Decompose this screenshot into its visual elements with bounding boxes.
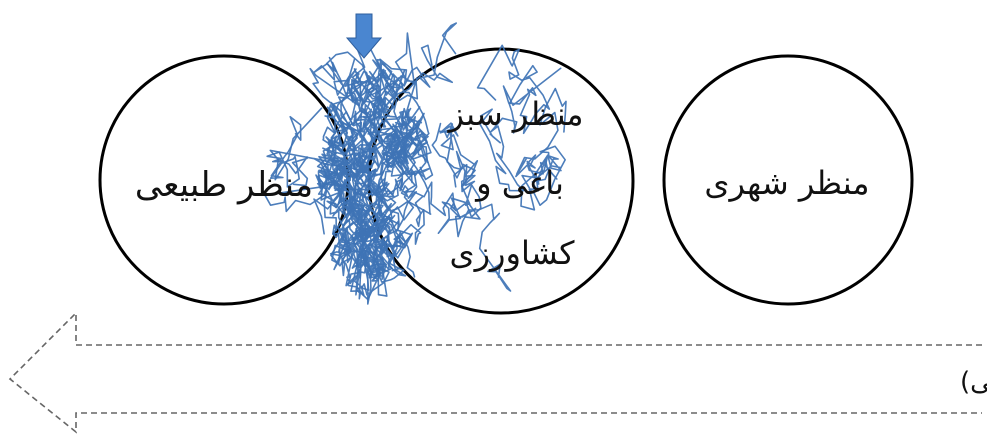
scribble-wisp	[515, 87, 567, 185]
scribble-wisp	[266, 115, 309, 188]
scribble-wisp	[379, 22, 457, 96]
arrow-caption: کاهش مصنوعات در ساختار و عناصر منظر اصلی…	[960, 367, 987, 397]
scribble-wisp	[520, 145, 566, 211]
green-landscape-label-line1: منظر سبز	[447, 95, 584, 133]
scribble-wisp	[333, 37, 390, 128]
scribble-strand	[325, 74, 388, 173]
scribble-strand	[351, 228, 393, 297]
scribble-wisp	[479, 64, 538, 192]
scribble-wisp	[439, 122, 479, 193]
urban-landscape-label: منظر شهری	[704, 164, 869, 202]
scribble-strand	[322, 101, 376, 192]
scribble-wisp	[431, 122, 482, 234]
scribble-wisp	[476, 44, 562, 135]
scribble-wisp	[423, 181, 512, 292]
scribble-strand	[335, 155, 415, 237]
green-landscape-label-line2: باغی و	[474, 164, 564, 202]
blue-scribble-overlay	[264, 22, 567, 305]
down-arrow-icon	[345, 13, 383, 59]
left-outline-arrow	[8, 311, 982, 434]
green-landscape-label-line3: کشاورزی	[450, 234, 576, 272]
scribble-wisp	[335, 118, 380, 215]
natural-landscape-label: منظر طبیعی	[135, 165, 313, 205]
urban-landscape-circle	[662, 54, 914, 306]
scribble-strand	[372, 123, 427, 222]
scribble-wisp	[325, 32, 419, 138]
